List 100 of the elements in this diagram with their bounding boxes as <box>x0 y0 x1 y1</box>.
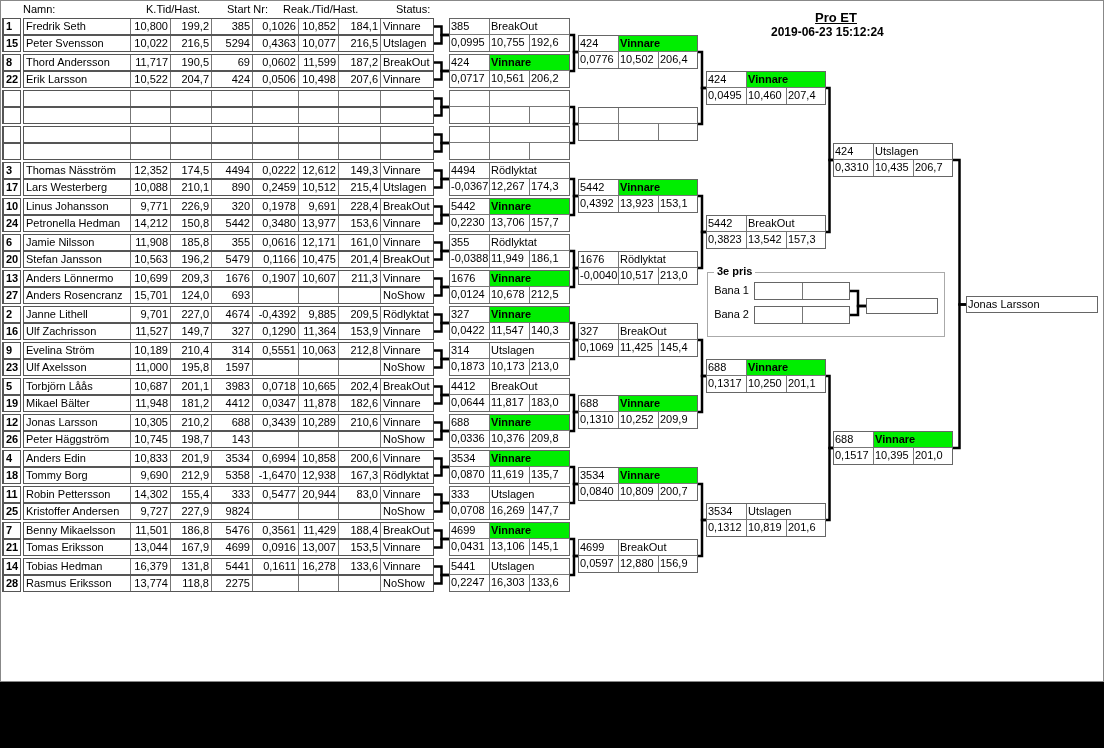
elapsed-time: 11,878 <box>303 397 336 409</box>
start-number: 424 <box>835 145 854 157</box>
rider-name: Torbjörn Låås <box>26 380 93 392</box>
trap-speed: 207,6 <box>350 73 378 85</box>
reaction-time: 0,0916 <box>262 541 296 553</box>
start-number: 9824 <box>225 505 250 517</box>
elapsed-time: 12,267 <box>491 180 525 192</box>
reaction-time: 0,2230 <box>451 216 485 228</box>
reaction-time: 0,0431 <box>451 540 485 552</box>
qualifying-speed: 149,7 <box>181 325 209 337</box>
winner-name: Jonas Larsson <box>966 296 1098 313</box>
start-number: 693 <box>231 289 250 301</box>
reaction-time: 0,5551 <box>262 344 296 356</box>
status-label: Vinnare <box>748 73 789 85</box>
status-label: Vinnare <box>491 200 532 212</box>
status-label: Vinnare <box>383 272 421 284</box>
elapsed-time: 13,977 <box>302 217 336 229</box>
status-label: Vinnare <box>620 181 661 193</box>
seed-number: 4 <box>2 450 21 467</box>
rider-name: Anders Edin <box>26 452 86 464</box>
elapsed-time: 12,880 <box>620 557 654 569</box>
reaction-time: 0,0995 <box>451 36 485 48</box>
status-label: NoShow <box>383 361 425 373</box>
bracket-line <box>826 374 833 450</box>
trap-speed: 228,4 <box>350 200 378 212</box>
elapsed-time: 12,612 <box>302 164 336 176</box>
reaction-time: 0,0124 <box>451 288 485 300</box>
qualifying-time: 10,522 <box>134 73 168 85</box>
qualifying-time: 10,745 <box>134 433 168 445</box>
status-label: Vinnare <box>620 469 661 481</box>
bracket-line <box>570 537 578 558</box>
trap-speed: 157,3 <box>788 233 816 245</box>
trap-speed: 206,4 <box>660 53 688 65</box>
result-card <box>578 395 698 429</box>
seed-number: 12 <box>2 414 21 431</box>
reaction-time: 0,0870 <box>451 468 485 480</box>
trap-speed: 153,5 <box>350 541 378 553</box>
bracket-line <box>953 303 966 450</box>
trap-speed: 147,7 <box>531 504 559 516</box>
rider-name: Ulf Axelsson <box>26 361 87 373</box>
qualifying-speed: 216,5 <box>181 37 209 49</box>
trap-speed: 200,6 <box>350 452 378 464</box>
qualifying-speed: 196,2 <box>181 253 209 265</box>
trap-speed: 157,7 <box>531 216 559 228</box>
qualifying-speed: 201,9 <box>181 452 209 464</box>
seed-number: 10 <box>2 198 21 215</box>
status-label: Utslagen <box>491 488 535 500</box>
bracket-line <box>434 249 449 261</box>
seed-number: 23 <box>2 359 21 376</box>
qualifying-time: 15,701 <box>134 289 168 301</box>
bracket-line <box>698 374 706 414</box>
result-card <box>706 359 826 393</box>
result-card <box>449 18 570 52</box>
reaction-time: 0,4392 <box>580 197 614 209</box>
status-label: Rödlyktat <box>383 469 429 481</box>
start-number: 4699 <box>225 541 250 553</box>
elapsed-time: 10,755 <box>491 36 525 48</box>
reaction-time: 0,0616 <box>262 236 296 248</box>
lane-label: Bana 2 <box>714 308 749 320</box>
result-card <box>449 54 570 88</box>
bracket-line <box>434 465 449 477</box>
reaction-time: 0,1069 <box>580 341 614 353</box>
panel-title: 3e pris <box>714 265 756 277</box>
bracket-line <box>570 554 578 577</box>
qualifying-time: 10,687 <box>134 380 168 392</box>
result-card <box>449 450 570 484</box>
start-number: 355 <box>231 236 250 248</box>
result-card <box>578 539 698 573</box>
seed-number: 13 <box>2 270 21 287</box>
bracket-line <box>570 338 578 361</box>
trap-speed: 209,8 <box>531 432 559 444</box>
reaction-time: 0,3561 <box>262 524 296 536</box>
seed-number: 1 <box>2 18 21 35</box>
qualifying-time: 9,690 <box>140 469 168 481</box>
qualifying-time: 11,908 <box>135 236 168 248</box>
column-header: Start Nr: <box>227 3 268 15</box>
qualifying-speed: 204,7 <box>181 73 209 85</box>
bracket-line <box>570 194 578 217</box>
trap-speed: 215,4 <box>350 181 378 193</box>
start-number: 5442 <box>580 181 605 193</box>
trap-speed: 153,9 <box>350 325 378 337</box>
lane-label: Bana 1 <box>714 284 749 296</box>
start-number: 3534 <box>580 469 605 481</box>
trap-speed: 206,7 <box>915 161 943 173</box>
reaction-time: -1,6470 <box>258 469 296 481</box>
elapsed-time: 10,173 <box>491 360 525 372</box>
reaction-time: 0,0336 <box>451 432 485 444</box>
trap-speed: 174,3 <box>531 180 559 192</box>
bracket-line <box>826 446 833 522</box>
bracket-line <box>434 33 449 45</box>
column-header: Status: <box>396 3 431 15</box>
start-number: 3534 <box>451 452 476 464</box>
bracket-line <box>698 482 706 522</box>
column-header: Namn: <box>23 3 56 15</box>
qualifying-speed: 181,2 <box>181 397 209 409</box>
start-number: 333 <box>231 488 250 500</box>
start-number: 5441 <box>225 560 250 572</box>
bracket-line <box>434 393 449 405</box>
trap-speed: 140,3 <box>531 324 559 336</box>
bracket-line <box>850 304 866 317</box>
